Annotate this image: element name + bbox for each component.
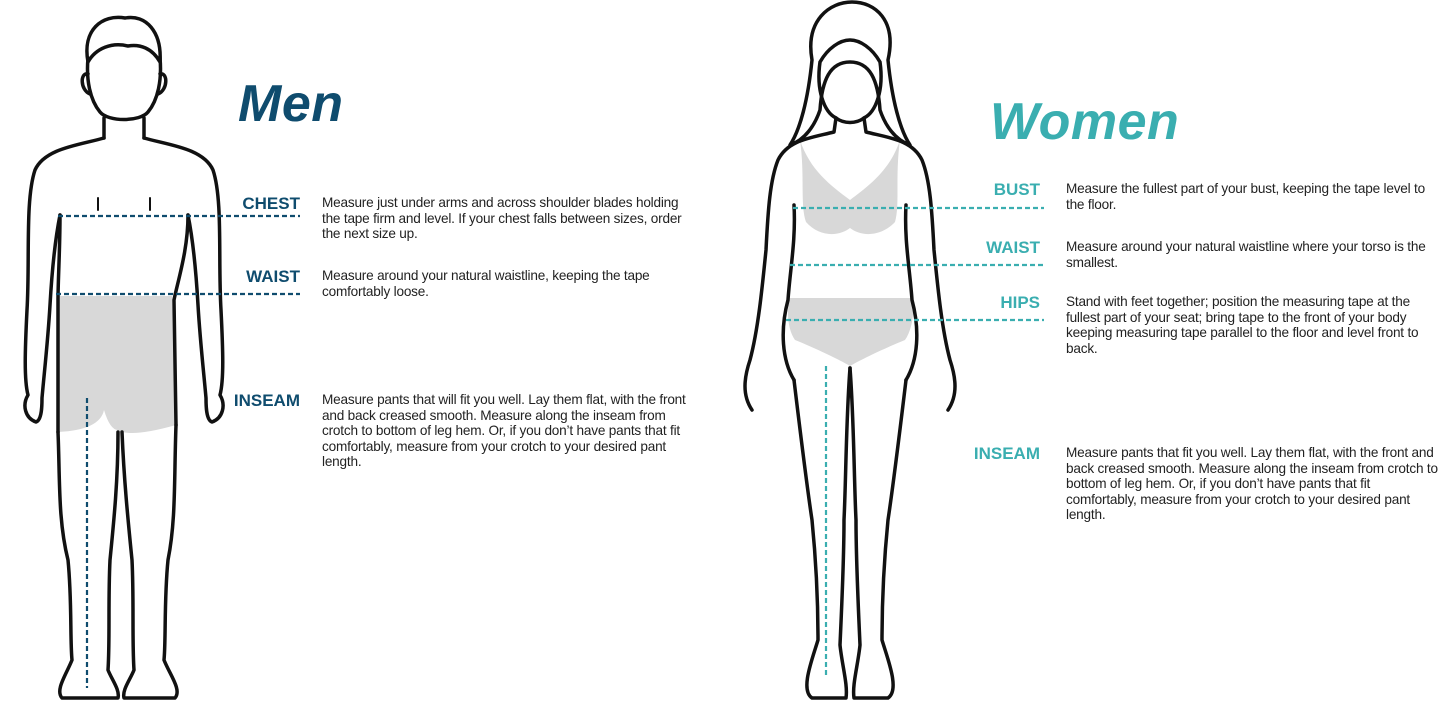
men-inseam-label: INSEAM: [160, 392, 300, 409]
woman-right-leg: [850, 368, 906, 698]
woman-underwear: [788, 298, 913, 366]
man-head: [88, 58, 161, 120]
man-left-leg: [58, 432, 118, 698]
women-hips-label: HIPS: [900, 294, 1040, 311]
women-waist-desc: Measure around your natural waistline wh…: [1066, 239, 1438, 270]
men-chest-desc: Measure just under arms and across shoul…: [322, 195, 694, 242]
man-hair: [87, 17, 160, 62]
women-title: Women: [990, 96, 1179, 148]
men-waist-desc: Measure around your natural waistline, k…: [322, 268, 694, 299]
woman-figure: [745, 2, 955, 698]
women-bust-desc: Measure the fullest part of your bust, k…: [1066, 181, 1438, 212]
men-chest-label: CHEST: [160, 195, 300, 212]
man-figure: [25, 17, 223, 698]
men-waist-label: WAIST: [160, 268, 300, 285]
woman-left-leg: [794, 368, 850, 698]
women-waist-label: WAIST: [900, 239, 1040, 256]
women-hips-desc: Stand with feet together; position the m…: [1066, 294, 1438, 356]
women-inseam-label: INSEAM: [900, 445, 1040, 462]
man-right-leg: [122, 425, 177, 698]
women-tapes: [786, 208, 1044, 676]
women-inseam-desc: Measure pants that fit you well. Lay the…: [1066, 445, 1438, 523]
men-title: Men: [238, 78, 344, 130]
women-bust-label: BUST: [900, 181, 1040, 198]
man-shorts: [58, 296, 176, 433]
men-inseam-desc: Measure pants that will fit you well. La…: [322, 392, 694, 470]
woman-bra: [800, 140, 900, 234]
